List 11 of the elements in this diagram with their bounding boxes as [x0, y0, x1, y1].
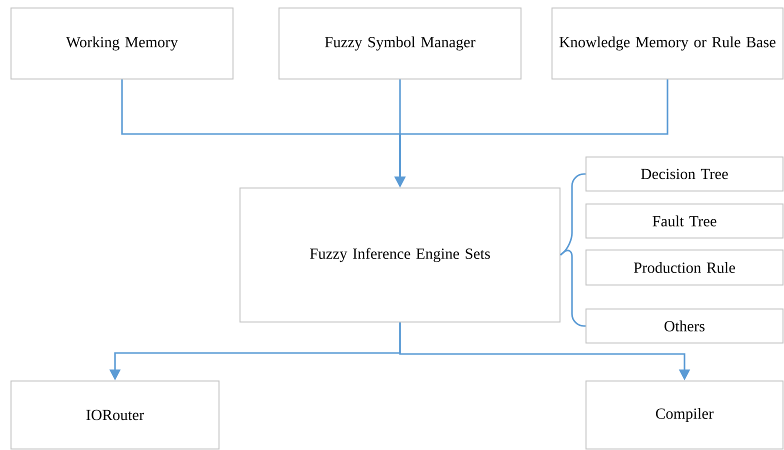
- list-box: Production Rule: [586, 250, 784, 286]
- process-box: Fuzzy Inference Engine Sets: [240, 188, 560, 322]
- process-box: Knowledge Memory or Rule Base: [552, 8, 784, 80]
- process-box: Working Memory: [10, 8, 234, 80]
- brace-line: [560, 250, 586, 327]
- process-box: IORouter: [10, 380, 220, 450]
- process-box: Compiler: [586, 380, 784, 450]
- list-box: Decision Tree: [586, 156, 784, 192]
- process-box: Fuzzy Symbol Manager: [278, 8, 522, 80]
- list-box: Fault Tree: [586, 204, 784, 238]
- list-box: Others: [586, 308, 784, 344]
